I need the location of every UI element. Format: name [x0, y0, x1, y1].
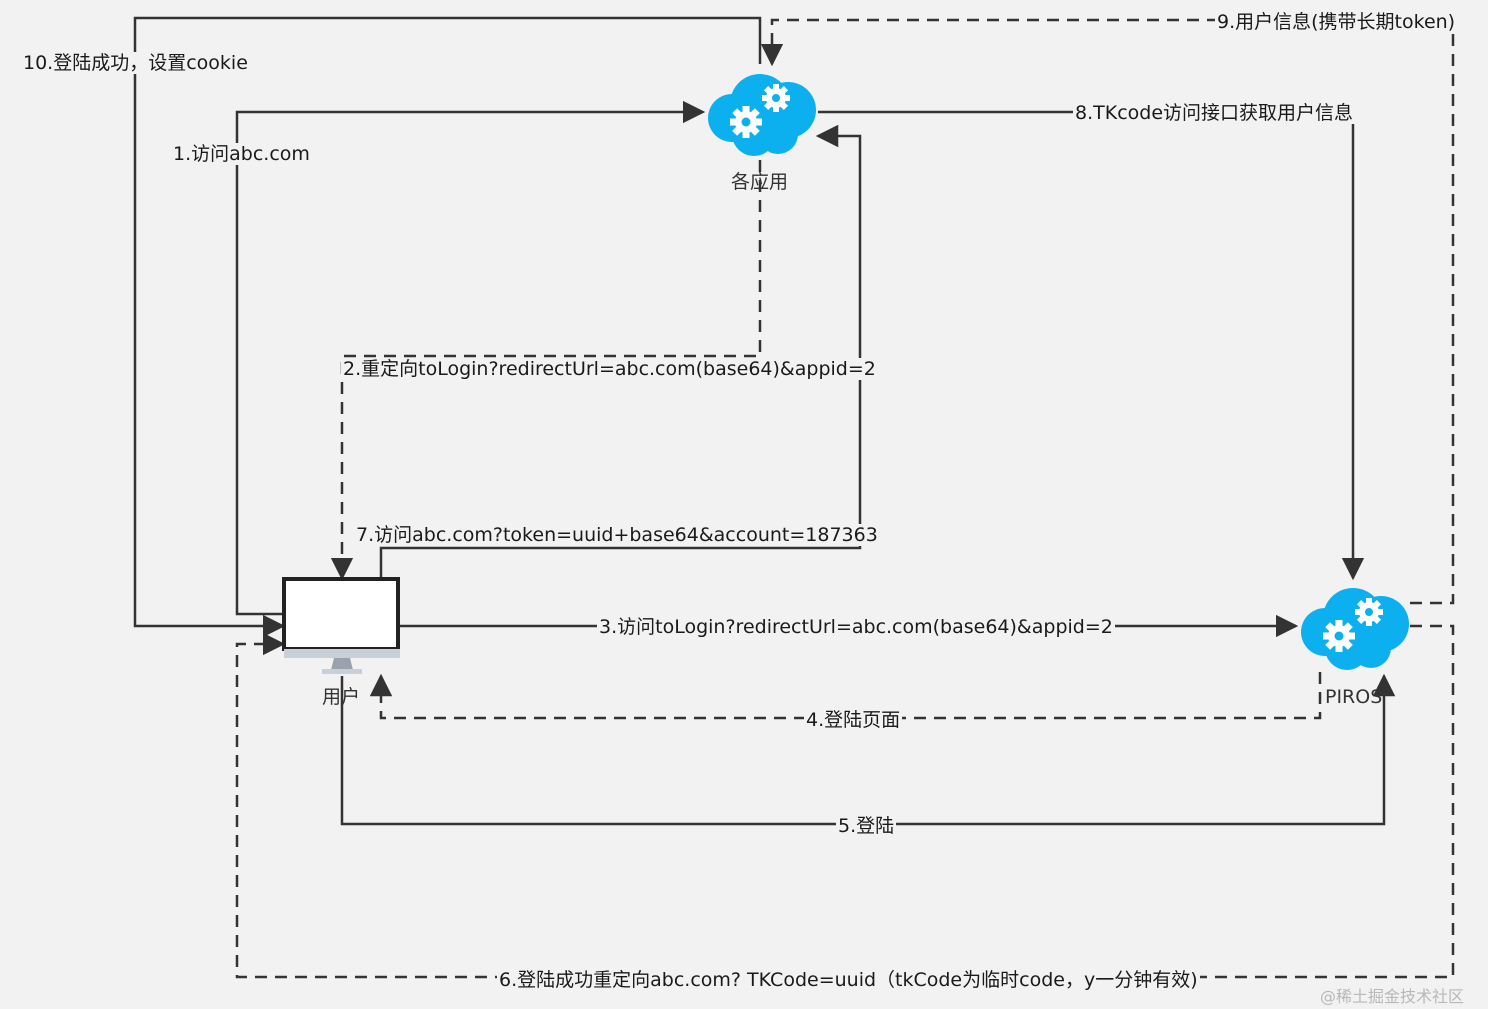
- edge-4: [369, 672, 1322, 720]
- edge-10: [133, 16, 762, 638]
- user-monitor-icon[interactable]: [282, 577, 400, 674]
- user-node-label: 用户: [322, 686, 361, 708]
- edge-6-label: 6.登陆成功重定向abc.com? TKCode=uuid（tkCode为临时c…: [497, 969, 1200, 991]
- piros-cloud-gear-icon[interactable]: [1301, 588, 1409, 670]
- edge-10-label: 10.登陆成功，设置cookie: [21, 52, 250, 74]
- watermark: @稀土掘金技术社区: [1320, 987, 1465, 1006]
- edge-5-label: 5.登陆: [836, 815, 897, 837]
- edge-2-label: 2.重定向toLogin?redirectUrl=abc.com(base64)…: [341, 358, 878, 380]
- piros-node-label: PIROS: [1325, 686, 1383, 708]
- edge-7: [379, 124, 862, 578]
- edge-5: [340, 673, 1396, 826]
- edge-8: [818, 110, 1365, 581]
- apps-cloud-gear-icon[interactable]: [708, 74, 816, 156]
- edge-7-label: 7.访问abc.com?token=uuid+base64&account=18…: [354, 524, 880, 546]
- edge-1: [235, 100, 706, 616]
- edge-8-label: 8.TKcode访问接口获取用户信息: [1073, 102, 1356, 124]
- edge-2: [330, 160, 762, 581]
- apps-node-label: 各应用: [731, 171, 789, 193]
- edge-6: [235, 624, 1455, 979]
- edge-1-label: 1.访问abc.com: [171, 143, 312, 165]
- edge-3-label: 3.访问toLogin?redirectUrl=abc.com(base64)&…: [597, 616, 1115, 638]
- edge-9-label: 9.用户信息(携带长期token): [1215, 11, 1458, 33]
- edge-4-label: 4.登陆页面: [804, 709, 903, 731]
